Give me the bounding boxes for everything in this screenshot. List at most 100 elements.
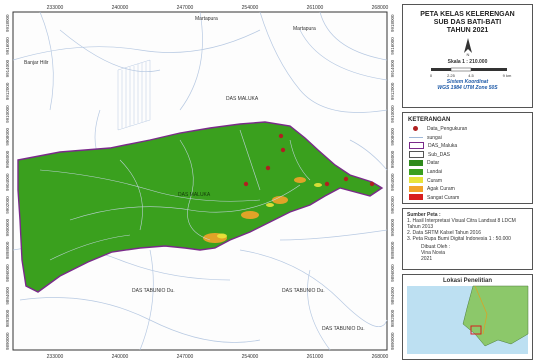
y-tick-label: 9918000 (5, 14, 10, 32)
x-tick-label: 233000 (47, 5, 64, 11)
x-tick-label: 261000 (307, 5, 324, 11)
legend-item: Data_Pengukuran (409, 125, 467, 133)
legend-item: Agak Curam (409, 185, 455, 193)
sources-box: Sumber Peta : 1. Hasil Interpretasi Visu… (402, 208, 533, 270)
x-tick-label: 247000 (177, 5, 194, 11)
basin-rivers (39, 129, 311, 261)
inset-title: Lokasi Penelitian (442, 278, 493, 284)
legend-item: Sangat Curam (409, 194, 459, 202)
x-tick-label: 254000 (242, 354, 259, 360)
x-tick-label: 268000 (372, 5, 389, 11)
legend-swatch (409, 194, 423, 201)
legend-label: Curam (427, 177, 443, 184)
y-ticks-right: 9918000991600099140009912000991000099080… (390, 14, 395, 350)
legend-swatch (409, 136, 423, 138)
x-tick-label: 254000 (242, 5, 259, 11)
curam-areas (217, 183, 322, 239)
legend-label: Sangat Curam (427, 194, 460, 201)
y-tick-label: 9918000 (390, 14, 395, 32)
y-tick-label: 9910000 (5, 105, 10, 123)
svg-text:N: N (467, 52, 470, 57)
map-title-line3: TAHUN 2021 (446, 27, 489, 34)
y-tick-label: 9898000 (5, 241, 10, 259)
y-tick-label: 9892000 (5, 309, 10, 327)
scale-tick-1: 2.25 (447, 73, 456, 78)
y-tick-label: 9894000 (390, 287, 395, 305)
x-tick-label: 240000 (112, 354, 129, 360)
measurement-points (243, 133, 375, 187)
y-tick-label: 9904000 (5, 173, 10, 191)
scale-tick-2: 4.5 (468, 73, 474, 78)
label-martapura-right: Martapura (293, 26, 316, 32)
legend-item: DAS_Maluka (409, 142, 457, 150)
x-tick-label: 268000 (372, 354, 389, 360)
y-tick-label: 9904000 (390, 173, 395, 191)
y-tick-label: 9894000 (5, 287, 10, 305)
legend-label: Sub_DAS (428, 151, 450, 158)
legend-swatch (409, 177, 423, 184)
source-2: 2. Data SRTM Kalsel Tahun 2016 (407, 230, 482, 236)
scale-label: Skala 1 : 210.000 (447, 59, 488, 65)
map-legend-panel: PETA KELAS KELERENGAN SUB DAS BATI-BATI … (400, 0, 537, 364)
label-das-tabunio-right: DAS TABUNIO Du. (322, 326, 365, 332)
legend-item: sungai (409, 134, 442, 142)
y-tick-label: 9910000 (390, 105, 395, 123)
coord-system-line2: WGS 1984 UTM Zone 50S (437, 85, 498, 91)
legend-swatch (413, 126, 418, 132)
y-tick-label: 9898000 (390, 241, 395, 259)
legend-swatch (409, 160, 423, 167)
author-line2: Vina Novia (421, 250, 446, 256)
legend-swatch (409, 142, 424, 150)
author-line3: 2021 (421, 256, 433, 262)
y-tick-label: 9900000 (5, 218, 10, 236)
y-tick-label: 9902000 (390, 196, 395, 214)
x-ticks-top: 233000 240000 247000 254000 261000 268000 (47, 5, 389, 11)
author-line1: Dibuat Oleh : (421, 244, 451, 250)
y-tick-label: 9896000 (390, 264, 395, 282)
title-box: PETA KELAS KELERENGAN SUB DAS BATI-BATI … (402, 4, 533, 108)
legend-item: Sub_DAS (409, 150, 450, 159)
x-tick-label: 247000 (177, 354, 194, 360)
legend-label: Agak Curam (427, 186, 455, 193)
y-tick-label: 9912000 (5, 82, 10, 100)
legend-item: Landai (409, 168, 442, 176)
legend-label: Data_Pengukuran (427, 126, 468, 132)
label-das-maluka-mid: DAS MALUKA (178, 192, 211, 198)
coord-system-line1: Sistem Koordinat (446, 79, 489, 85)
scale-tick-0: 0 (430, 73, 433, 78)
legend-label: DAS_Maluka (428, 143, 458, 150)
inset-location-map (407, 285, 529, 354)
label-das-tabunio-mid: DAS TABUNIO Du. (282, 288, 325, 294)
keterangan-title: KETERANGAN (408, 117, 451, 123)
y-tick-label: 9906000 (5, 150, 10, 168)
parcel-grid (117, 59, 151, 131)
y-tick-label: 9902000 (5, 196, 10, 214)
x-tick-label: 233000 (47, 354, 64, 360)
map-title-line2: SUB DAS BATI-BATI (433, 19, 502, 26)
x-ticks-bottom: 233000 240000 247000 254000 261000 268000 (47, 354, 389, 360)
legend-item: Curam (409, 177, 442, 185)
y-ticks-left: 9918000991600099140009912000991000099080… (5, 14, 10, 350)
y-tick-label: 9912000 (390, 82, 395, 100)
y-tick-label: 9916000 (390, 37, 395, 55)
legend-label: sungai (427, 134, 442, 141)
y-tick-label: 9914000 (390, 59, 395, 77)
x-tick-label: 240000 (112, 5, 129, 11)
x-tick-label: 261000 (307, 354, 324, 360)
map-title-line1: PETA KELAS KELERENGAN (420, 11, 515, 18)
legend-label: Landai (427, 169, 443, 175)
scale-tick-3: 9 km (503, 73, 512, 78)
label-das-maluka-top: DAS MALUKA (226, 96, 259, 102)
place-labels: Martapura Martapura Banjar Hilir DAS MAL… (24, 16, 365, 332)
y-tick-label: 9892000 (390, 309, 395, 327)
y-tick-label: 9916000 (5, 37, 10, 55)
legend-item: Datar (409, 159, 439, 167)
slope-class-map: Martapura Martapura Banjar Hilir DAS MAL… (5, 5, 395, 360)
y-tick-label: 9890000 (390, 332, 395, 350)
legend-swatch (409, 168, 423, 175)
y-tick-label: 9906000 (390, 150, 395, 168)
scale-bar: 0 2.25 4.5 9 km (430, 67, 512, 78)
y-tick-label: 9890000 (5, 332, 10, 350)
y-tick-label: 9908000 (5, 128, 10, 146)
legend-swatch (409, 150, 424, 158)
